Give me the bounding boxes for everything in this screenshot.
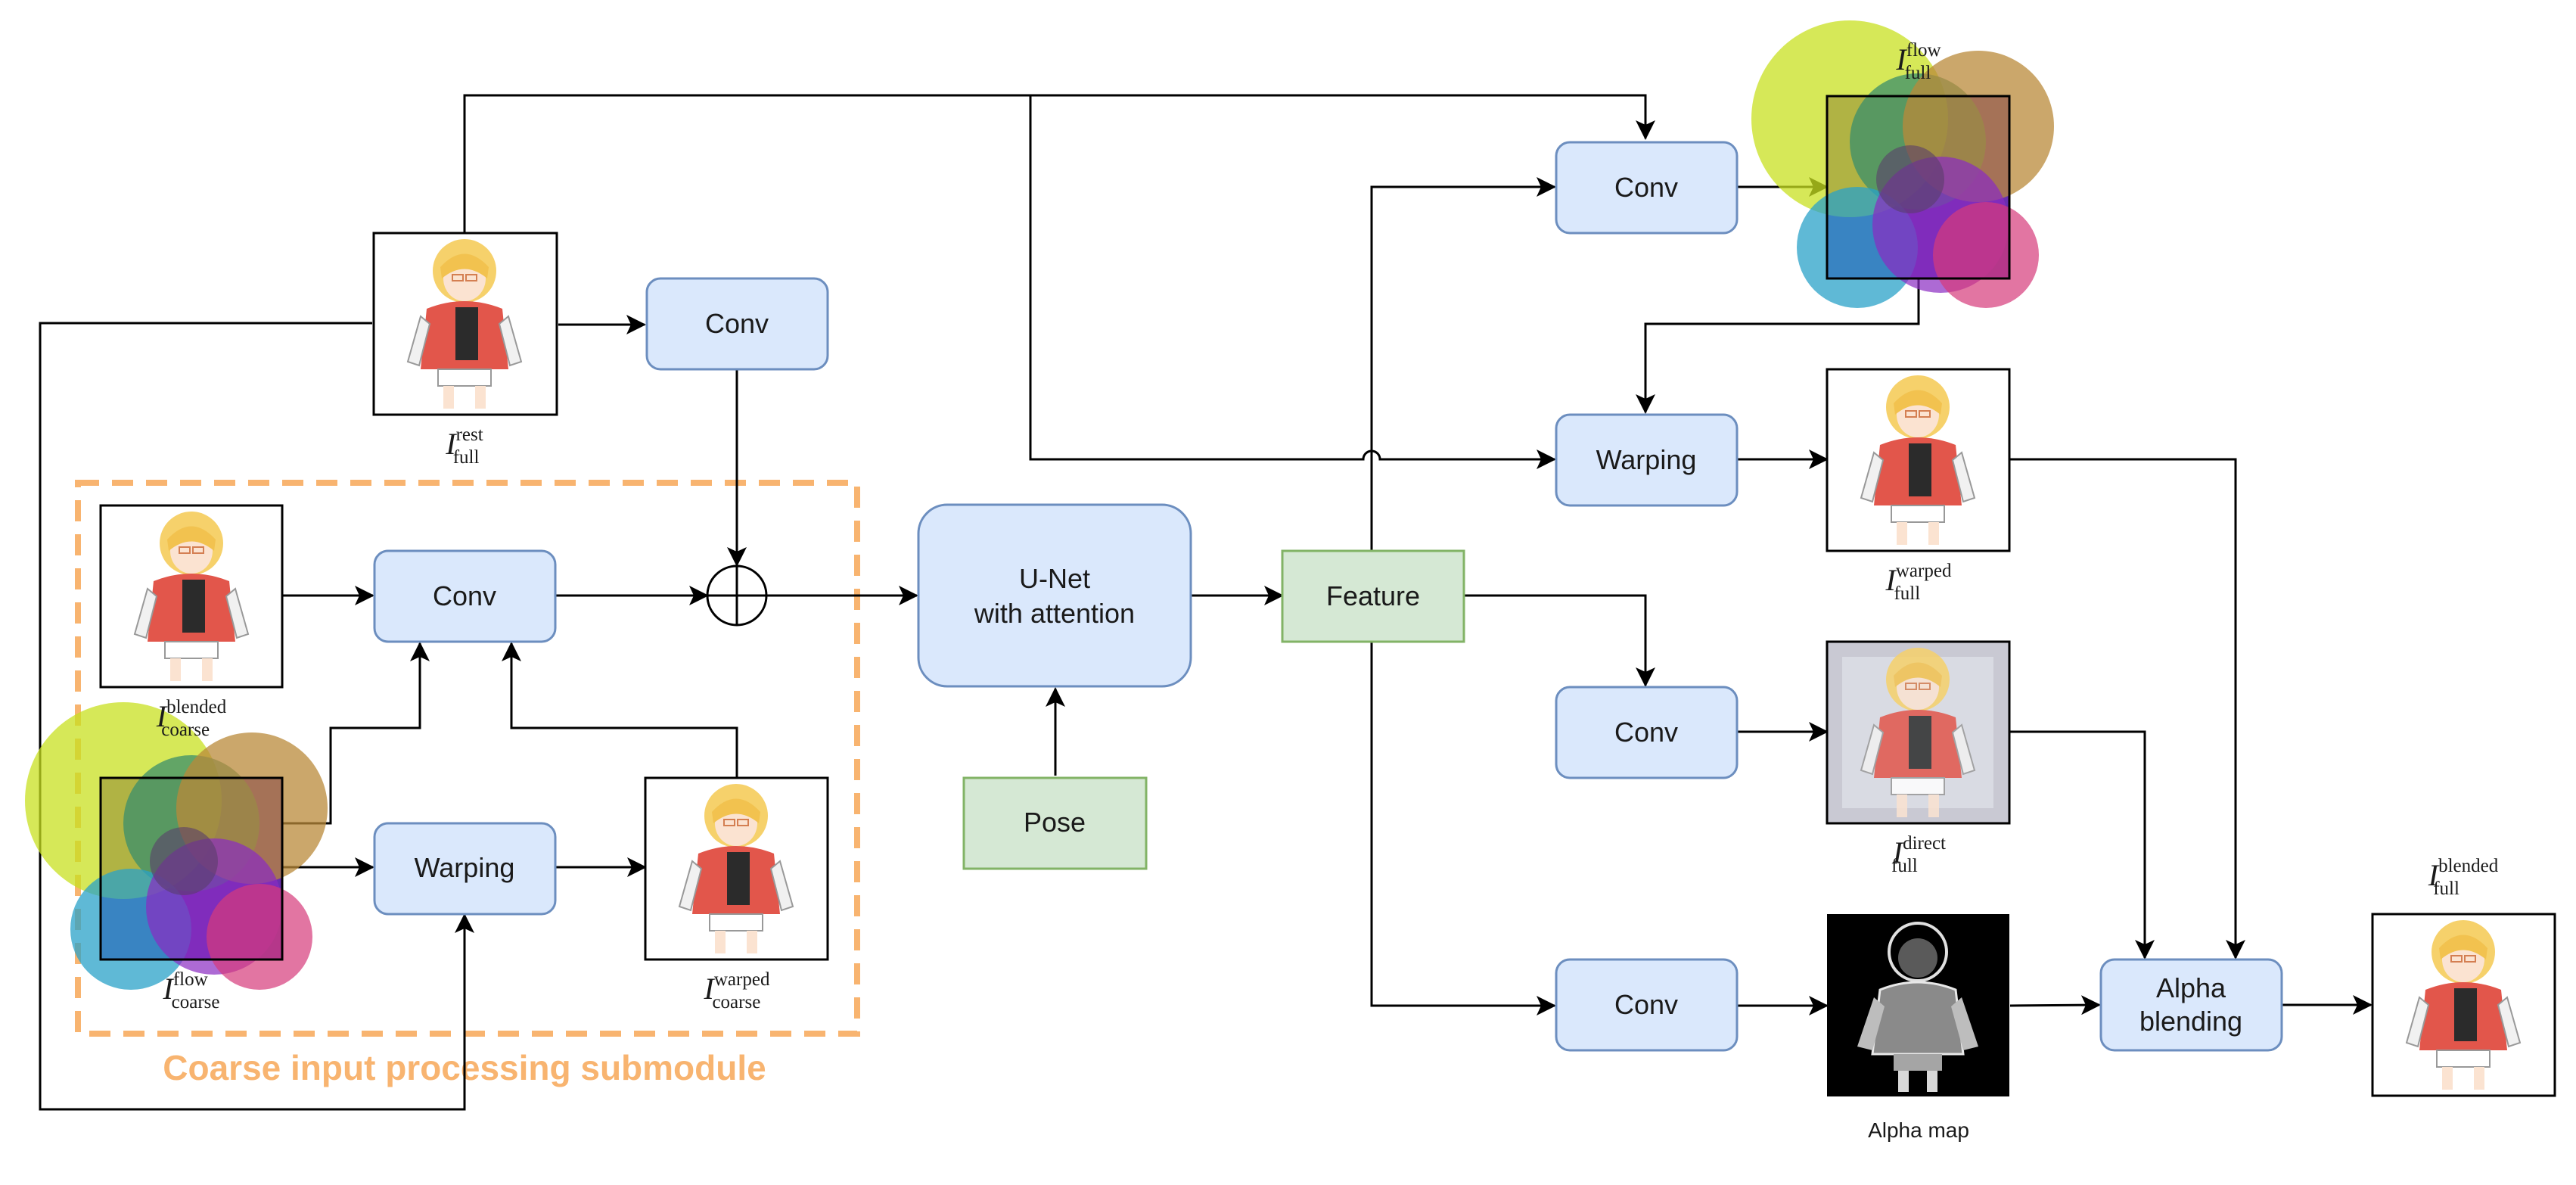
- conv-direct-label: Conv: [1614, 717, 1678, 748]
- image-warped-coarse: [644, 776, 829, 961]
- image-flow-full: [1751, 20, 2054, 308]
- unet-label-2: with attention: [974, 598, 1135, 629]
- edge-feature-to-conv-flow: [1370, 177, 1556, 551]
- box-conv-flow-full: Conv: [1555, 141, 1739, 235]
- image-alpha-map: [1827, 914, 2009, 1096]
- box-alpha-blending: Alpha blending: [2099, 958, 2283, 1052]
- edge-rest-to-warping-coarse: [39, 322, 474, 1111]
- label-alpha-map: Alpha map: [1868, 1118, 1969, 1142]
- conv-alpha-label: Conv: [1614, 989, 1678, 1020]
- conv-flow-full-label: Conv: [1614, 172, 1678, 203]
- box-pose: Pose: [962, 776, 1148, 870]
- box-warping-coarse: Warping: [373, 822, 557, 916]
- image-warped-full: [1826, 368, 2011, 552]
- feature-label: Feature: [1326, 580, 1420, 611]
- image-rest-full: [372, 232, 558, 416]
- box-warping-full: Warping: [1555, 413, 1739, 507]
- edge-feature-to-conv-direct: [1464, 594, 1655, 687]
- warping-full-label: Warping: [1596, 444, 1697, 475]
- unet-label-1: U-Net: [1019, 563, 1090, 594]
- box-feature: Feature: [1281, 549, 1465, 643]
- edges: [39, 94, 2372, 1111]
- alpha-map-thumbnail: [1857, 922, 1978, 1092]
- image-blended-full: [2371, 913, 2556, 1097]
- edge-alpha-map-to-blending: [2009, 995, 2101, 1015]
- edge-rest-to-conv-flow: [463, 94, 1655, 233]
- edge-flow-full-to-warping: [1636, 279, 1920, 414]
- warping-coarse-label: Warping: [415, 852, 515, 883]
- direct-sum-icon: [706, 565, 768, 627]
- edge-direct-to-blending: [2010, 730, 2155, 960]
- conv-rest-label: Conv: [705, 308, 769, 339]
- box-conv-alpha: Conv: [1555, 958, 1739, 1052]
- image-blended-coarse: [99, 504, 284, 689]
- box-conv-rest: Conv: [645, 277, 829, 371]
- box-conv-coarse: Conv: [373, 549, 557, 643]
- box-unet: U-Net with attention: [917, 503, 1192, 688]
- edge-rest-to-warping-full: [1029, 95, 1556, 469]
- pose-label: Pose: [1024, 807, 1086, 838]
- box-conv-direct: Conv: [1555, 686, 1739, 779]
- edge-warped-full-to-blending: [2010, 458, 2245, 960]
- edge-feature-to-conv-alpha: [1370, 642, 1556, 1015]
- alpha-blending-label-2: blending: [2139, 1006, 2242, 1037]
- alpha-blending-label-1: Alpha: [2156, 972, 2226, 1003]
- conv-coarse-label: Conv: [433, 580, 496, 611]
- image-flow-coarse: [25, 702, 328, 990]
- edge-warped-coarse-to-conv: [502, 642, 738, 778]
- image-direct-full: [1826, 640, 2011, 825]
